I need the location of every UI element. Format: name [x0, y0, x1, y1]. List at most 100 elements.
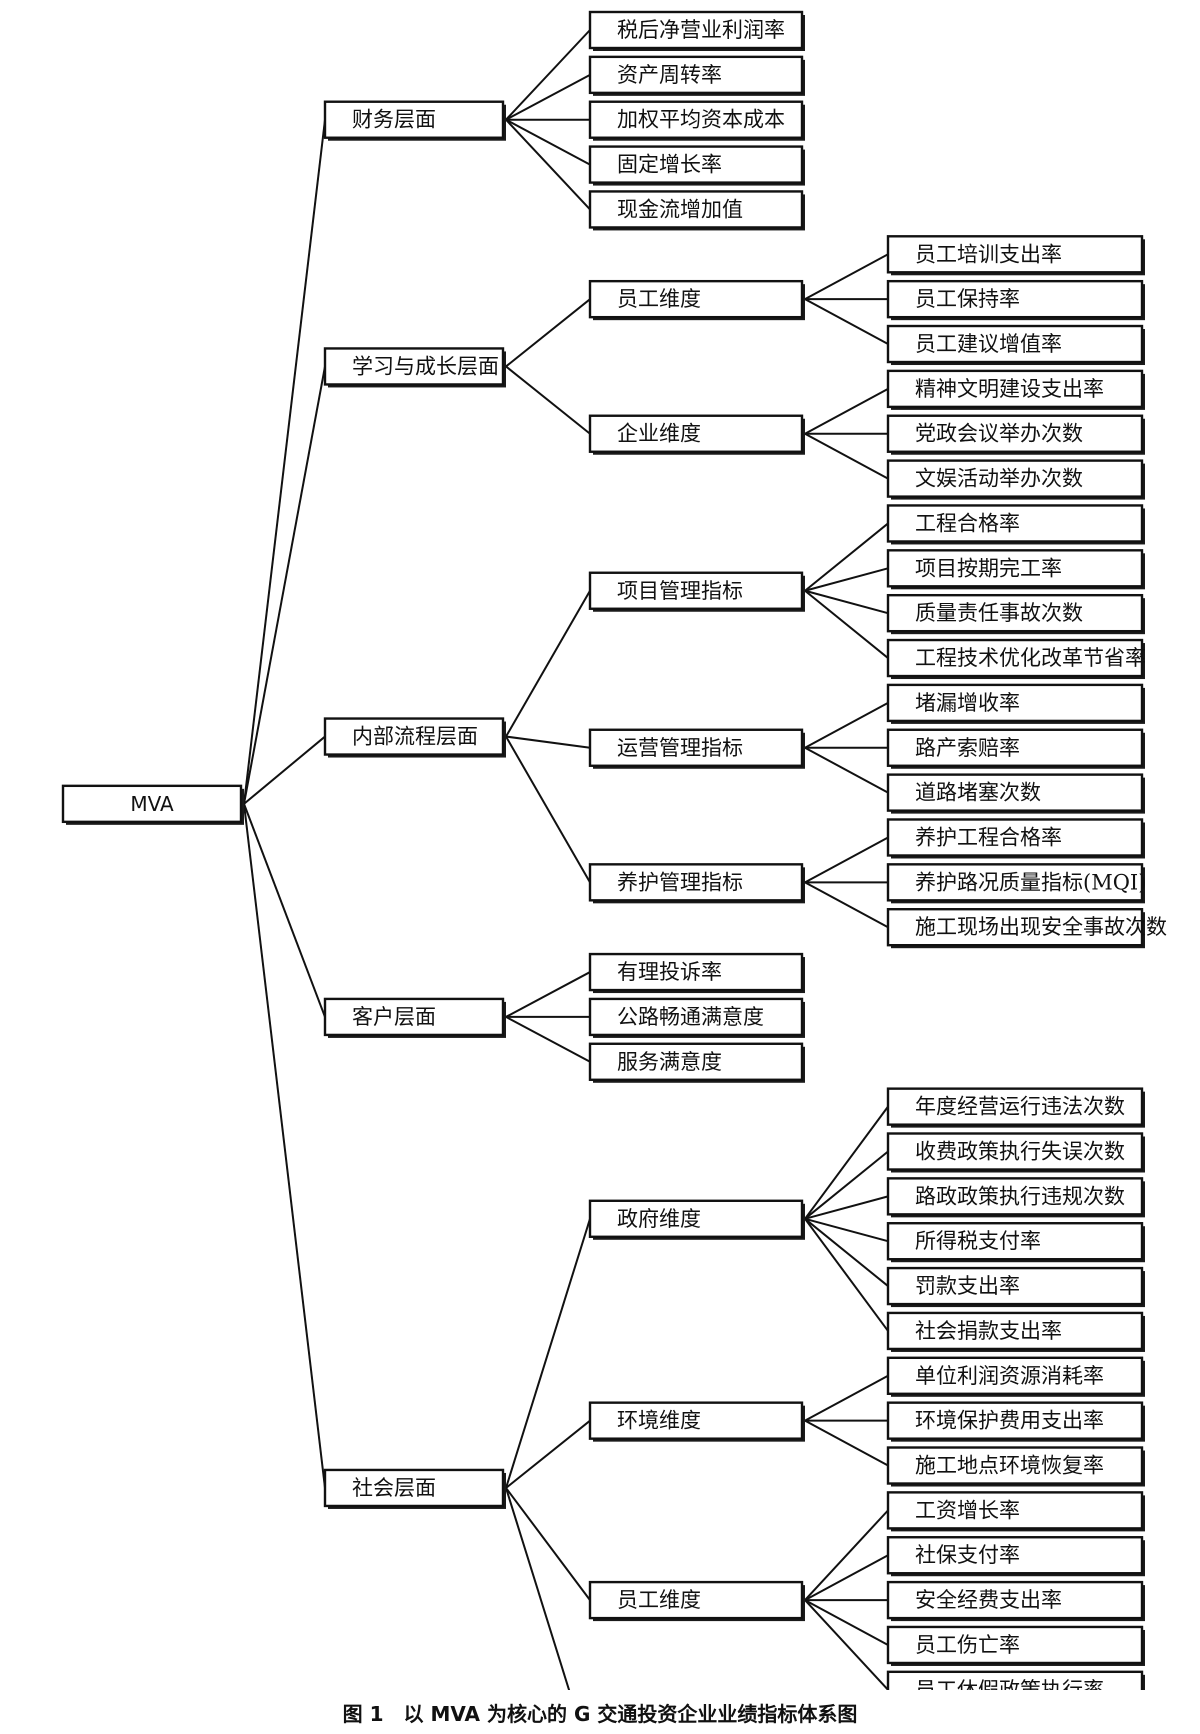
connector-5-1-4 [804, 1217, 889, 1243]
tree-node-3-2-1-frame [886, 683, 1144, 723]
tree-node-5-2-3-frame [886, 1446, 1144, 1485]
connector-5-2 [505, 1419, 591, 1489]
tree-node-5-3-5: 员工休假政策执行率 [886, 1670, 1145, 1690]
tree-node-3-1-3-label: 质量责任事故次数 [915, 601, 1083, 625]
tree-node-3-1-1-label: 工程合格率 [915, 511, 1020, 535]
tree-node-1-label: 财务层面 [352, 108, 436, 132]
tree-node-5-2-3: 施工地点环境恢复率 [886, 1446, 1145, 1487]
tree-node-2-1-3: 员工建议增值率 [886, 324, 1145, 366]
connector-5-4 [505, 1487, 571, 1690]
tree-node-5-1-6-frame [886, 1311, 1144, 1351]
tree-node-1-3-label: 加权平均资本成本 [617, 108, 785, 132]
tree-node-5-1-4: 所得税支付率 [886, 1222, 1145, 1263]
tree-node-5-2: 环境维度 [588, 1401, 805, 1442]
tree-node-5-1-6-label: 社会捐款支出率 [915, 1319, 1062, 1343]
tree-node-5-2-label: 环境维度 [617, 1409, 701, 1433]
tree-node-4-2-label: 公路畅通满意度 [617, 1005, 764, 1029]
tree-node-2-label: 学习与成长层面 [352, 354, 499, 378]
tree-node-3-3-3-frame [886, 908, 1144, 947]
connector-3-1-2 [804, 567, 889, 592]
tree-node-3-1-4-frame [886, 638, 1144, 678]
tree-node-5-1-2-frame [886, 1132, 1144, 1171]
tree-node-5-3-1-frame [886, 1491, 1144, 1530]
connector-1-4 [505, 118, 591, 166]
tree-node-3-3-frame [588, 863, 804, 902]
tree-node-5-1-1: 年度经营运行违法次数 [886, 1087, 1145, 1128]
tree-node-5-1-1-label: 年度经营运行违法次数 [915, 1095, 1125, 1119]
tree-node-1-4-frame [588, 145, 804, 184]
tree-node-2-1-label: 员工维度 [617, 287, 701, 311]
connector-2-1-1 [804, 253, 889, 301]
tree-node-5-2-2: 环境保护费用支出率 [886, 1401, 1145, 1442]
connector-2-2-3 [804, 432, 889, 480]
connector-2-2-1 [804, 388, 889, 435]
tree-node-5-3-4-label: 员工伤亡率 [915, 1633, 1020, 1657]
tree-node-2-1-frame [588, 279, 804, 319]
connector-5 [243, 803, 326, 1489]
tree-node-5-1-5-label: 罚款支出率 [915, 1274, 1020, 1298]
connector-5-1-5 [804, 1218, 889, 1287]
tree-node-3-3-3-label: 施工现场出现安全事故次数 [915, 915, 1167, 939]
tree-node-3-3-2: 养护路况质量指标(MQI) [886, 863, 1146, 904]
root-node-frame [61, 784, 243, 824]
tree-node-2-1-2-frame [886, 279, 1144, 319]
connector-3-1-4 [804, 589, 889, 659]
connector-2 [243, 366, 326, 805]
connector-3-1-1 [804, 522, 889, 592]
tree-node-2-2-1: 精神文明建设支出率 [886, 369, 1145, 410]
tree-node-2-frame [323, 347, 505, 386]
tree-node-3-2-frame [588, 728, 804, 767]
root-node: MVA [61, 784, 244, 825]
tree-node-5-3-5-label: 员工休假政策执行率 [915, 1678, 1104, 1690]
tree-node-3-1-1: 工程合格率 [886, 504, 1145, 545]
tree-node-5-1: 政府维度 [588, 1199, 805, 1240]
tree-node-3-2-3-frame [886, 773, 1144, 812]
tree-node-5-3-2-label: 社保支付率 [915, 1543, 1020, 1567]
tree-node-3-3-1: 养护工程合格率 [886, 818, 1145, 859]
tree-node-5-1-6: 社会捐款支出率 [886, 1311, 1145, 1352]
tree-node-1-4-label: 固定增长率 [617, 153, 722, 177]
connector-2-1 [505, 298, 591, 368]
indicator-tree-diagram: 税后净营业利润率资产周转率加权平均资本成本固定增长率现金流增加值财务层面员工培训… [61, 10, 1167, 1690]
tree-node-3-2-label: 运营管理指标 [617, 736, 743, 760]
tree-node-3-3-2-frame [886, 863, 1144, 902]
tree-node-3-2-3: 道路堵塞次数 [886, 773, 1145, 814]
connector-4-1 [505, 971, 591, 1018]
tree-node-2-2: 企业维度 [588, 414, 805, 455]
connector-5-3-4 [804, 1599, 889, 1646]
tree-node-3-2-3-label: 道路堵塞次数 [915, 781, 1041, 805]
tree-node-1-2: 资产周转率 [588, 55, 805, 96]
tree-node-1-1-label: 税后净营业利润率 [617, 18, 785, 42]
tree-node-5-label: 社会层面 [352, 1476, 436, 1500]
tree-node-4-3-label: 服务满意度 [617, 1050, 722, 1074]
connector-5-3-2 [804, 1554, 889, 1601]
tree-node-3-2-1: 堵漏增收率 [886, 683, 1145, 724]
tree-node-4-3-frame [588, 1042, 804, 1081]
tree-node-5-3-5-frame [886, 1670, 1144, 1690]
tree-node-5-1-3: 路政政策执行违规次数 [886, 1177, 1145, 1218]
tree-node-2-2-label: 企业维度 [617, 422, 701, 446]
connector-5-3-5 [804, 1599, 889, 1690]
tree-node-5-1-4-frame [886, 1222, 1144, 1261]
tree-node-1-2-frame [588, 55, 804, 95]
tree-node-5-1-2-label: 收费政策执行失误次数 [915, 1140, 1125, 1164]
tree-node-5-3-frame [588, 1580, 804, 1620]
tree-node-3-3-2-label: 养护路况质量指标(MQI) [915, 870, 1146, 894]
tree-node-2-2-2-frame [886, 414, 1144, 453]
tree-node-2-2-1-label: 精神文明建设支出率 [915, 377, 1104, 401]
tree-node-2-2-1-frame [886, 369, 1144, 409]
tree-node-1-5: 现金流增加值 [588, 190, 805, 231]
tree-node-4: 客户层面 [323, 997, 506, 1038]
connector-5-1 [505, 1218, 591, 1489]
tree-node-5-frame [323, 1468, 505, 1508]
tree-node-5-3-3-label: 安全经费支出率 [915, 1588, 1062, 1612]
tree-node-1-frame [323, 100, 505, 139]
tree-node-2: 学习与成长层面 [323, 347, 506, 388]
tree-node-2-2-frame [588, 414, 804, 453]
tree-node-5-3-1-label: 工资增长率 [915, 1498, 1020, 1522]
tree-node-3-2-1-label: 堵漏增收率 [915, 691, 1020, 715]
tree-node-5: 社会层面 [323, 1468, 506, 1509]
connector-3-1-3 [804, 589, 889, 615]
tree-node-5-3-4-frame [886, 1625, 1144, 1665]
tree-node-4-1-frame [588, 952, 804, 992]
